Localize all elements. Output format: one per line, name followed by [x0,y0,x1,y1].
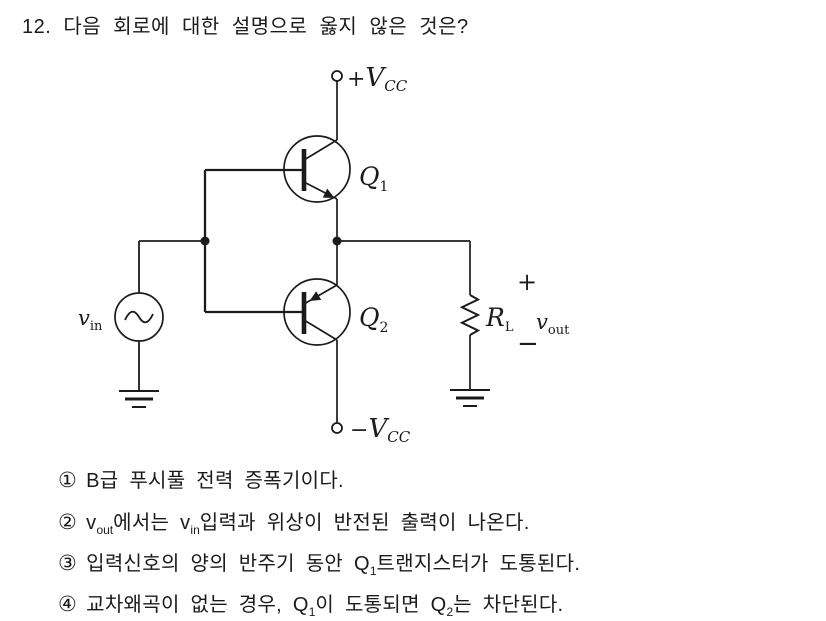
option-2[interactable]: ② vout에서는 vin입력과 위상이 반전된 출력이 나온다. [58,506,530,537]
load-branch: RL + vout − [337,240,570,407]
resistor-rl [459,294,481,336]
option-1[interactable]: ① B급 푸시풀 전력 증폭기이다. [58,464,344,493]
sine-wave-icon [124,310,154,324]
q2-emitter-arrow-icon [309,291,322,301]
option-2-number[interactable]: ② [58,511,78,534]
q1-emitter-arrow-icon [322,188,335,198]
negative-supply-terminal: −VCC [331,340,411,446]
positive-supply-terminal: +VCC [331,63,408,140]
option-1-number[interactable]: ① [58,469,78,492]
vout-plus-sign: + [517,268,537,296]
question-title: 12. 다음 회로에 대한 설명으로 옳지 않은 것은? [22,10,469,39]
option-4[interactable]: ④ 교차왜곡이 없는 경우, Q1이 도통되면 Q2는 차단된다. [58,588,563,619]
option-2-text: vout에서는 vin입력과 위상이 반전된 출력이 나온다. [86,512,530,537]
question-number: 12. [22,16,52,38]
option-3-number[interactable]: ③ [58,552,78,575]
vcc-plus-label: +VCC [347,63,408,95]
q1-collector [303,139,338,161]
transistor-q1: Q1 [283,135,388,241]
option-3[interactable]: ③ 입력신호의 양의 반주기 동안 Q1트랜지스터가 도통된다. [58,547,580,578]
open-terminal-icon [331,70,343,82]
vout-label: vout [536,310,570,338]
ground-icon [450,389,490,407]
q2-label: Q2 [359,303,388,336]
q1-label: Q1 [359,162,388,195]
rl-label: RL [485,303,514,335]
vcc-minus-label: −VCC [350,414,411,446]
transistor-q2: Q2 [283,241,388,346]
option-4-number[interactable]: ④ [58,593,78,616]
question-text: 다음 회로에 대한 설명으로 옳지 않은 것은? [63,16,469,38]
option-4-text: 교차왜곡이 없는 경우, Q1이 도통되면 Q2는 차단된다. [86,594,564,619]
vin-label: vin [78,306,103,334]
base-drive-wires [203,168,304,314]
vout-minus-sign: − [517,329,539,359]
option-3-text: 입력신호의 양의 반주기 동안 Q1트랜지스터가 도통된다. [86,553,581,578]
option-1-text: B급 푸시풀 전력 증폭기이다. [86,470,344,492]
q2-emitter [303,284,338,305]
ground-icon [119,390,159,408]
q2-collector [303,319,338,341]
open-terminal-icon [331,422,343,434]
vin-ac-source: vin [78,240,205,408]
